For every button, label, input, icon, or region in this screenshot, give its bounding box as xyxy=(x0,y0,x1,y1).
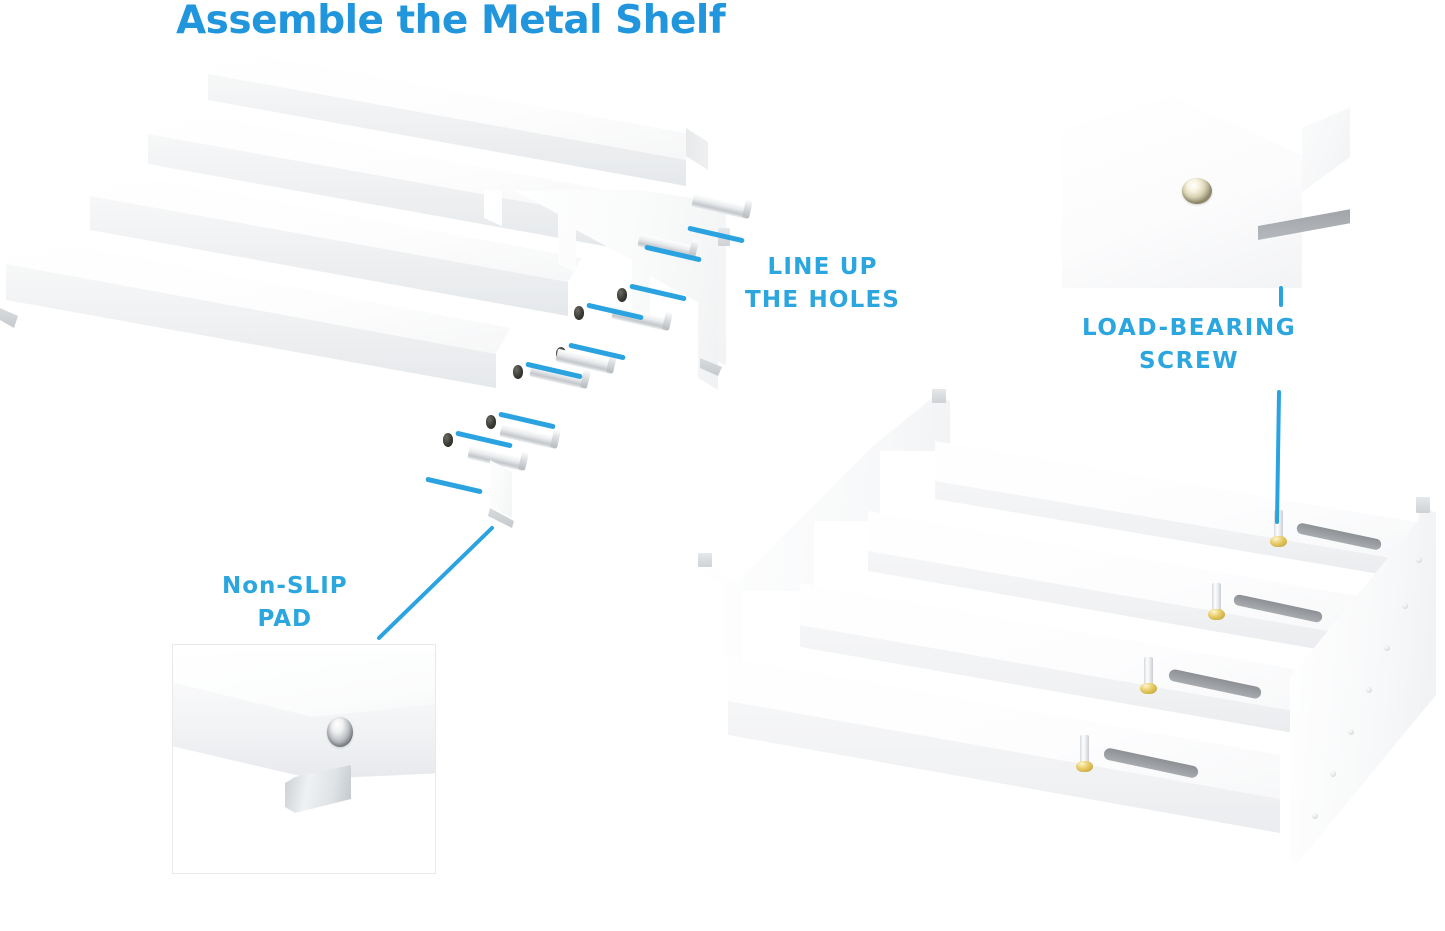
frame-rivet xyxy=(1312,813,1318,819)
shelf-hole xyxy=(513,365,523,379)
load-bearing-screw-nut xyxy=(1140,683,1157,694)
callout-line-up-line1: LINE UP xyxy=(767,254,878,280)
shelf-foot-bracket xyxy=(490,460,512,518)
shelf-foot xyxy=(0,308,18,328)
assembled-frame-tab xyxy=(1416,497,1430,513)
load-bearing-screw-detail xyxy=(1062,88,1350,288)
frame-rivet xyxy=(1366,687,1372,693)
alignment-dash xyxy=(425,476,483,495)
load-bearing-screw-nut xyxy=(1208,609,1225,620)
shelf-side-frame-riser xyxy=(698,222,718,390)
load-bearing-screw-head xyxy=(580,369,591,389)
shelf-hole xyxy=(486,415,496,429)
shelf-hole xyxy=(443,433,453,447)
frame-rivet xyxy=(1416,557,1422,563)
load-bearing-screw-head xyxy=(662,311,673,331)
load-bearing-screw-shaft xyxy=(1080,735,1089,767)
corner-screw-head xyxy=(327,717,353,747)
callout-line-up-the-holes: LINE UP THE HOLES xyxy=(745,251,900,316)
page-title: Assemble the Metal Shelf xyxy=(176,0,726,43)
frame-rivet xyxy=(1402,603,1408,609)
assembled-shelf xyxy=(690,385,1445,931)
leader-line-pad xyxy=(377,526,494,640)
load-bearing-screw-head xyxy=(550,429,561,449)
callout-line-up-line2: THE HOLES xyxy=(745,286,901,313)
callout-load-bearing-screw: LOAD-BEARING SCREW xyxy=(1082,312,1296,377)
assembled-frame-tab xyxy=(698,553,712,567)
load-bearing-screw-shaft xyxy=(1274,510,1283,542)
callout-non-slip-pad: Non-SLIP PAD xyxy=(222,570,348,635)
assembled-frame-tab xyxy=(932,389,946,403)
load-bearing-screw-shaft xyxy=(1144,657,1153,689)
load-bearing-screw-head xyxy=(518,451,529,471)
callout-screw-line2: SCREW xyxy=(1139,347,1240,374)
load-bearing-screw-head xyxy=(742,199,753,219)
callout-screw-line1: LOAD-BEARING xyxy=(1082,315,1297,341)
shelf-tier-end-face xyxy=(686,128,708,170)
frame-rivet xyxy=(1348,729,1354,735)
load-bearing-screw-shaft xyxy=(1212,583,1221,615)
load-bearing-screw-nut xyxy=(1076,761,1093,772)
exploded-shelf-assembly xyxy=(0,40,790,540)
non-slip-pad-detail xyxy=(172,644,436,874)
frame-rivet xyxy=(1384,645,1390,651)
load-bearing-screw-head xyxy=(1182,178,1212,204)
callout-pad-line1: Non-SLIP xyxy=(222,573,348,599)
callout-pad-line2: PAD xyxy=(257,605,313,632)
shelf-hole xyxy=(574,306,584,320)
shelf-hole xyxy=(617,288,627,302)
load-bearing-screw-nut xyxy=(1270,536,1287,547)
frame-rivet xyxy=(1330,771,1336,777)
